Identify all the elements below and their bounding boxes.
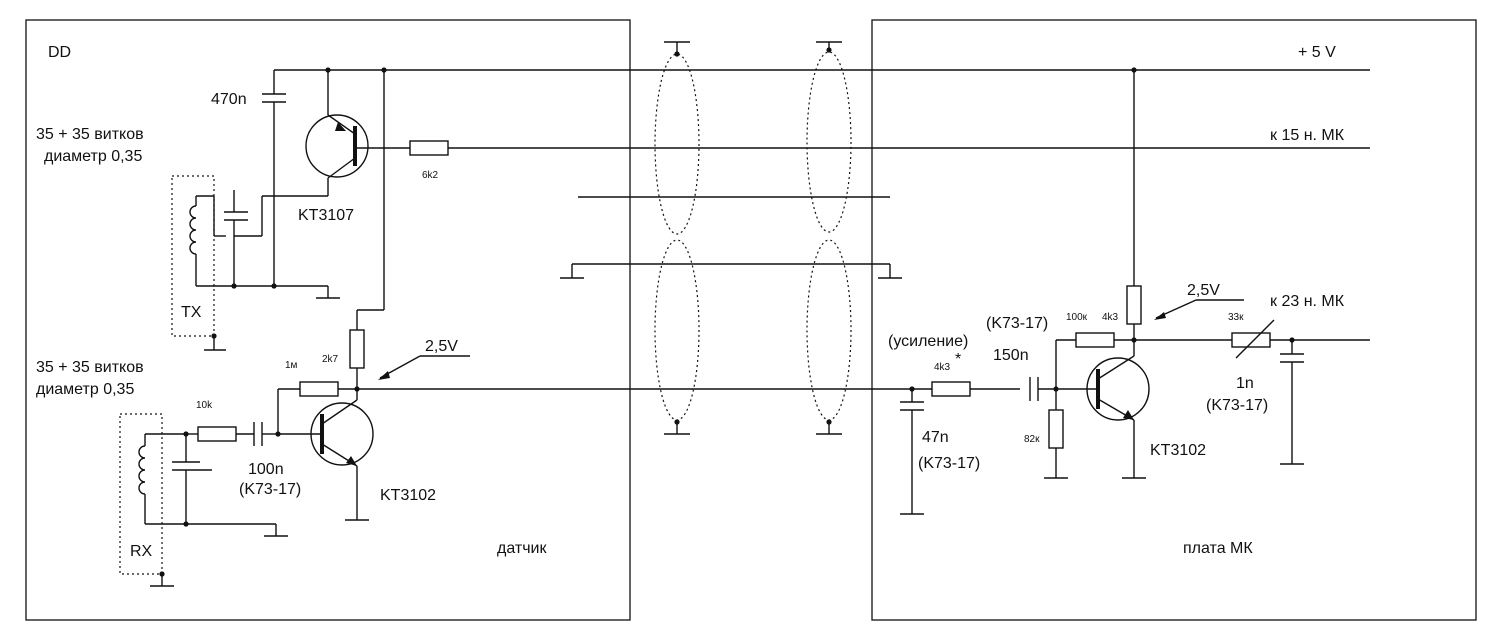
res-10k-label: 10k [196,400,213,411]
voltage-right-label: 2,5V [1187,282,1220,299]
cap-1n-type: (K73-17) [1206,397,1268,414]
cap-150n-type: (K73-17) [986,315,1048,332]
rx-coil-icon [138,445,146,495]
rx-coil-note-1: 35 + 35 витков [36,359,144,376]
res-4k3-gain-label: 4k3 [934,362,951,373]
cap-1n-label: 1n [1236,375,1254,392]
pin23-label: к 23 н. МК [1270,293,1345,310]
kt3107-label: KT3107 [298,207,354,224]
cap-100n-label: 100n [248,461,284,478]
tx-section [171,67,449,351]
kt3102-board-transistor-icon [1086,357,1150,421]
res-33k-label: 33к [1228,312,1244,323]
res-4k3-label: 4k3 [1102,312,1119,323]
cap-47n-type: (K73-17) [918,455,980,472]
tx-label: TX [181,304,202,321]
dd-label: DD [48,44,71,61]
rx-label: RX [130,543,153,560]
res-100k-label: 100к [1066,312,1088,323]
supply-label: + 5 V [1298,44,1336,61]
cap-470n-label: 470n [211,91,247,108]
tx-coil-box [171,175,215,337]
cap-47n-label: 47n [922,429,949,446]
cap-100n-type: (K73-17) [239,481,301,498]
tx-coil-note-1: 35 + 35 витков [36,126,144,143]
res-2k7-label: 2k7 [322,354,339,365]
voltage-left-label: 2,5V [425,338,458,355]
kt3107-transistor-icon [305,114,369,178]
sensor-frame [25,19,631,621]
gain-star: * [955,351,961,368]
kt3102-left-label: KT3102 [380,487,436,504]
res-82k-label: 82к [1024,434,1040,445]
board-label: плата МК [1183,540,1253,557]
rx-coil-note-2: диаметр 0,35 [36,381,134,398]
tx-coil-note-2: диаметр 0,35 [44,148,142,165]
cap-150n-label: 150n [993,347,1029,364]
rx-section [119,70,470,587]
mcu-board-circuit [900,67,1370,515]
res-1m-label: 1м [285,360,298,371]
kt3102-right-label: KT3102 [1150,442,1206,459]
tx-coil-icon [189,205,197,255]
rx-coil-box [119,413,163,575]
mcu-board-frame [871,19,1477,621]
sensor-label: датчик [497,540,547,557]
res-6k2-label: 6k2 [422,170,439,181]
shielded-cable [560,41,902,435]
gain-label: (усиление) [888,333,968,350]
pin15-label: к 15 н. МК [1270,127,1345,144]
